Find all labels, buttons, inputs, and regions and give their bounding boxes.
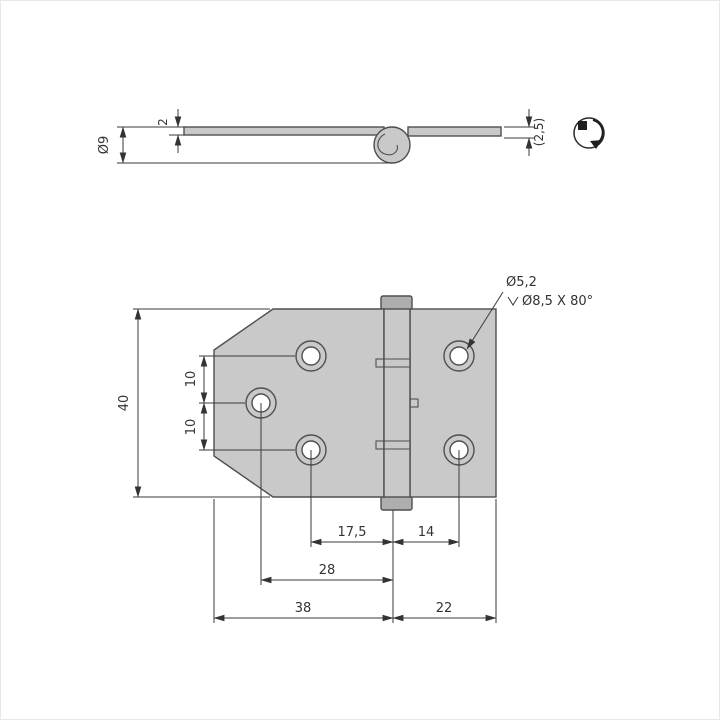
dim-label-height: 40 <box>117 395 132 412</box>
callout-diameter-label: Ø5,2 <box>506 275 537 290</box>
right-leaf-plate <box>409 308 497 498</box>
countersink-symbol-icon <box>507 296 519 306</box>
dim-label-pitch-upper: 10 <box>184 371 199 388</box>
dim-label-holes-to-hinge: 17,5 <box>338 525 367 540</box>
dim-row-mid-hole: 28 <box>260 563 394 584</box>
front-view: Ø5,2 Ø8,5 X 80° 40 10 10 <box>117 275 593 623</box>
dim-label-hinge-to-right-holes: 14 <box>418 525 435 540</box>
bottom-extension-lines <box>213 403 497 623</box>
dim-label-offset: (2,5) <box>532 118 546 146</box>
symbol-square <box>578 121 587 130</box>
dim-row-holes: 17,5 14 <box>310 525 460 546</box>
hole-circle <box>301 346 321 366</box>
dim-barrel-diameter: Ø9 <box>97 126 392 164</box>
knuckle-column <box>383 308 411 498</box>
knuckle-notch-left-upper <box>375 358 385 368</box>
dim-label-right-leaf-width: 22 <box>436 601 453 616</box>
hole-circle <box>449 346 469 366</box>
symbol-arrowhead-icon <box>590 140 602 149</box>
knuckle-notch-right <box>409 398 419 408</box>
hinge-knuckle-joint <box>375 308 419 498</box>
leader-line <box>466 291 504 350</box>
hole-callout: Ø5,2 Ø8,5 X 80° <box>466 275 593 350</box>
hinge-pin-end-bottom <box>380 495 413 511</box>
dim-thickness: 2 <box>156 109 184 153</box>
dim-row-leaf-widths: 38 22 <box>213 601 497 622</box>
knuckle-notch-left-lower <box>375 440 385 450</box>
hinge-pin-end-top <box>380 295 413 311</box>
hole-top-right <box>443 340 475 372</box>
symbol-circle <box>573 117 605 149</box>
side-left-leaf <box>183 126 385 136</box>
hole-top-left <box>295 340 327 372</box>
dim-hole-pitch: 10 10 <box>184 355 295 451</box>
dim-label-left-leaf-width: 38 <box>295 601 312 616</box>
side-knuckle-curl <box>377 133 398 156</box>
side-hinge-barrel <box>373 126 411 164</box>
dim-label-mid-hole: 28 <box>319 563 336 578</box>
side-view: 2 Ø9 (2,5) <box>97 109 605 164</box>
dim-height-40: 40 <box>117 308 270 498</box>
dim-label-thickness: 2 <box>156 118 170 126</box>
callout-countersink-label: Ø8,5 X 80° <box>522 294 593 309</box>
dim-label-pitch-lower: 10 <box>184 419 199 436</box>
dim-offset-reference: (2,5) <box>504 109 546 156</box>
dim-label-barrel-diameter: Ø9 <box>97 136 112 155</box>
fold-direction-symbol <box>573 117 605 149</box>
side-right-leaf <box>407 126 502 137</box>
